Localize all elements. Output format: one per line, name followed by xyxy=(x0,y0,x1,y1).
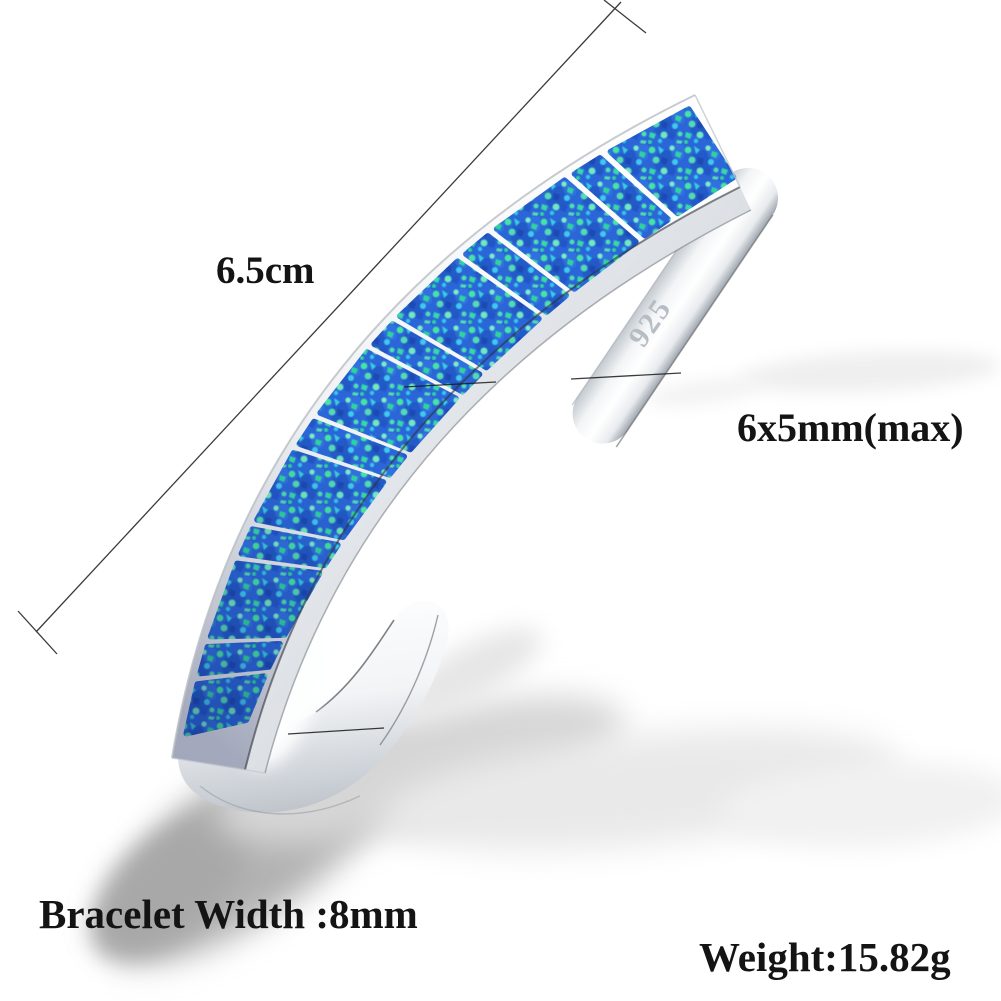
end-dimension-annotation: 6x5mm(max) xyxy=(737,405,964,450)
length-measure-tick-bottom xyxy=(17,610,58,655)
length-measure-tick-top xyxy=(603,0,647,34)
tip-edge-line-dark xyxy=(615,214,774,448)
weight-annotation: Weight:15.82g xyxy=(699,934,951,980)
curl-inner-crease-line xyxy=(315,619,395,713)
width-pointer-line xyxy=(287,727,385,735)
cast-shadow xyxy=(92,350,1001,963)
end-size-pointer-line-band xyxy=(403,381,497,388)
band-shading xyxy=(172,95,740,770)
measurement-lines xyxy=(17,0,682,735)
band-bottom-end-edge xyxy=(171,757,266,774)
band-top-end-edge xyxy=(694,94,741,188)
width-annotation: Bracelet Width :8mm xyxy=(39,891,418,937)
band-inner-edge-line xyxy=(264,209,752,774)
band-arris-line xyxy=(244,186,741,771)
band-outer-edge-line xyxy=(171,94,696,759)
length-annotation: 6.5cm xyxy=(216,249,315,292)
end-size-pointer-line-tip xyxy=(570,372,682,380)
bracelet-upper-tip: 925 xyxy=(571,168,778,448)
bracelet-band xyxy=(171,94,752,774)
curl-edge-line xyxy=(379,614,439,746)
length-measure-line xyxy=(35,1,622,633)
